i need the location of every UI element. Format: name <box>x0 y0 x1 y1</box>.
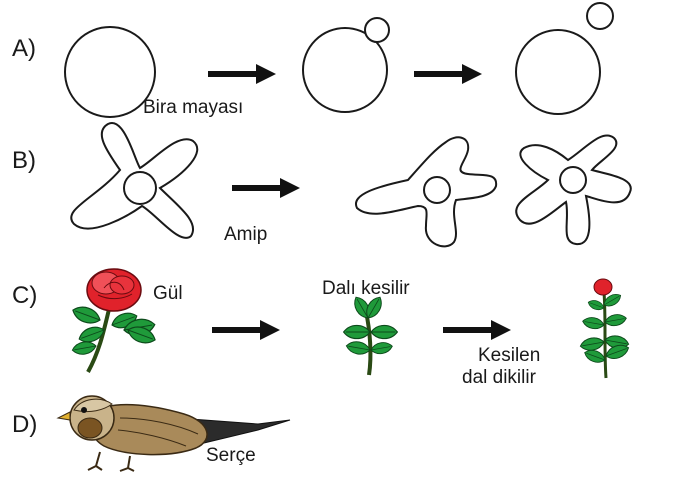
rose-planted-cutting <box>579 279 630 378</box>
label-gul: Gül <box>153 283 183 304</box>
amoeba-daughter-cell <box>516 135 631 244</box>
rose-cutting <box>344 294 398 375</box>
label-serce: Serçe <box>206 445 256 466</box>
option-c-row: C) Gül <box>12 269 631 388</box>
label-bira-mayasi: Bira mayası <box>143 97 243 118</box>
label-dal-dikilir: dal dikilir <box>462 367 537 388</box>
label-dali-kesilir: Dalı kesilir <box>322 278 410 299</box>
yeast-cell <box>65 27 155 117</box>
option-d-letter: D) <box>12 411 37 438</box>
option-b-row: B) Amip <box>12 123 631 246</box>
arrow-icon <box>443 320 511 340</box>
arrow-icon <box>212 320 280 340</box>
yeast-separated-cells <box>516 3 613 114</box>
arrow-icon <box>208 64 276 84</box>
option-a-row: A) Bira mayası <box>12 3 613 118</box>
option-c-letter: C) <box>12 282 37 309</box>
option-a-letter: A) <box>12 35 36 62</box>
option-b-letter: B) <box>12 147 36 174</box>
label-kesilen: Kesilen <box>478 345 540 366</box>
rose-flower <box>87 269 141 311</box>
option-d-row: D) Serçe <box>12 396 290 471</box>
rose-plant <box>70 269 157 372</box>
arrow-icon <box>414 64 482 84</box>
amoeba-dividing-cell <box>356 137 496 246</box>
amoeba-cell <box>71 123 197 238</box>
label-amip: Amip <box>224 224 267 245</box>
arrow-icon <box>232 178 300 198</box>
yeast-budding-cell <box>303 18 389 112</box>
